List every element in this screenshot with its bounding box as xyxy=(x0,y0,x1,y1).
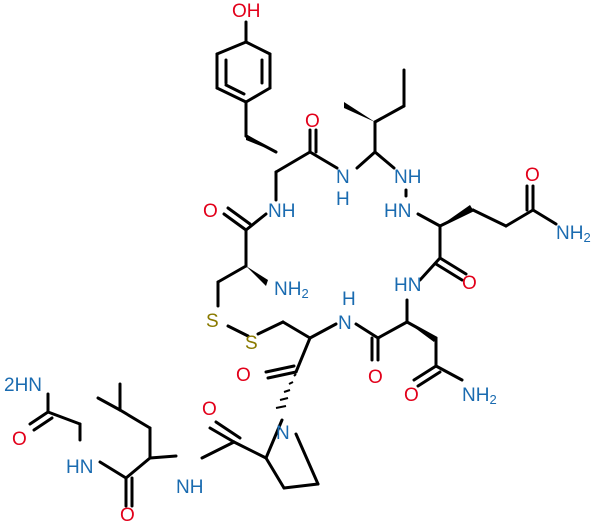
gln-side-carbonyl-oxygen: O xyxy=(525,165,540,186)
asn-wedge xyxy=(407,322,436,342)
hydroxyl-label: OH xyxy=(232,1,261,22)
gln-wedge xyxy=(440,205,473,226)
gln-side-amide-nh2: NH2 xyxy=(556,223,591,245)
cys-amine-nh2: NH2 xyxy=(274,279,309,301)
atom-labels: OH O N H NH HN O NH O NH2 O HN NH2 H N S… xyxy=(4,1,591,526)
cys-ring-carbonyl-oxygen: O xyxy=(236,365,251,386)
cys-wedge xyxy=(246,266,268,286)
asn-ring-carbonyl-oxygen: O xyxy=(368,367,383,388)
pro-hash-bond xyxy=(275,373,297,409)
asn-side-carbonyl-oxygen: O xyxy=(404,385,419,406)
tyr-wedge xyxy=(246,134,276,152)
ring-amide-nitrogen: N xyxy=(338,313,352,334)
bond-layer xyxy=(28,20,558,508)
gly-amide-hn: HN xyxy=(66,457,93,478)
terminal-amide-2hn: 2HN xyxy=(4,375,42,396)
gln-ring-carbonyl-oxygen: O xyxy=(462,273,477,294)
pro-carbonyl-oxygen: O xyxy=(202,399,217,420)
cys-carbonyl-oxygen: O xyxy=(203,201,218,222)
ring-amide-hydrogen: H xyxy=(342,289,356,310)
gly-carbonyl-oxygen: O xyxy=(12,429,27,450)
hydrazine-nh-lower: HN xyxy=(384,201,411,222)
sulfur-atom-1: S xyxy=(206,311,219,332)
tyr-carbonyl-oxygen: O xyxy=(305,111,320,132)
asn-side-amide-nh2: NH2 xyxy=(462,385,497,407)
ile-amide-nitrogen: N xyxy=(336,167,350,188)
sulfur-atom-2: S xyxy=(245,333,258,354)
gln-ring-amide-nh: HN xyxy=(394,275,421,296)
ile-methyl-wedge xyxy=(344,102,375,122)
leu-amide-nh: NH xyxy=(176,477,203,498)
ile-amide-hydrogen: H xyxy=(336,189,350,210)
proline-nitrogen: N xyxy=(276,423,290,444)
stereo-layer xyxy=(246,102,473,409)
leu-carbonyl-oxygen: O xyxy=(120,505,135,526)
hydrazine-nh-upper: NH xyxy=(394,167,421,188)
tyr-amide-nh: NH xyxy=(268,201,295,222)
